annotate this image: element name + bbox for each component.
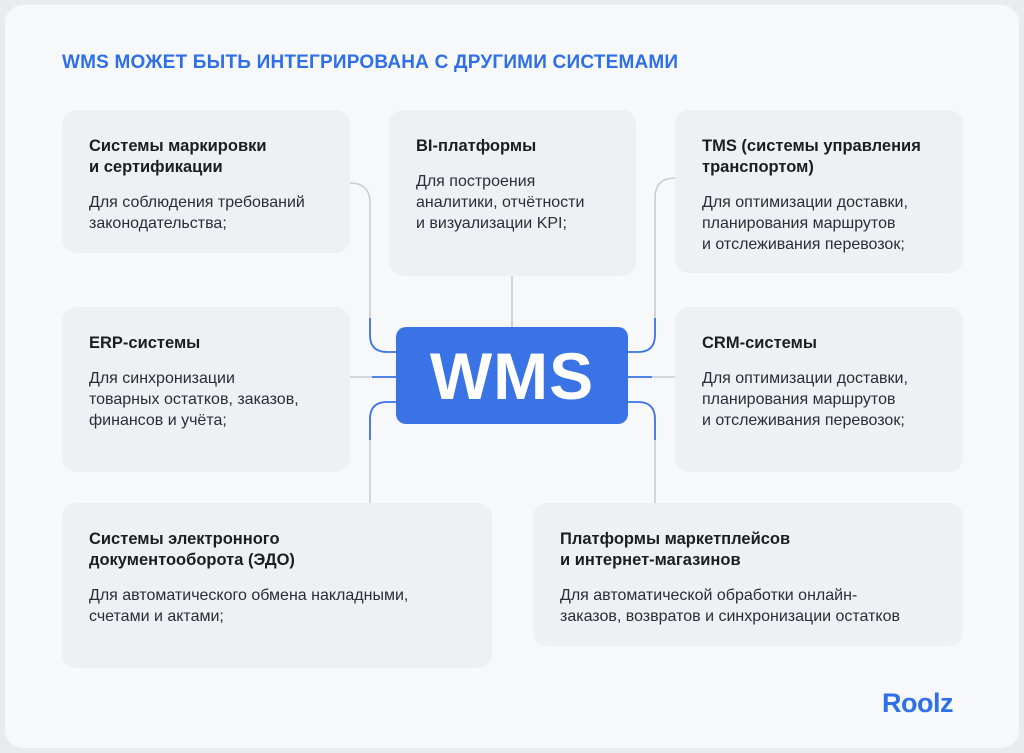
box-marking-heading: Системы маркировки и сертификации <box>89 137 267 176</box>
box-crm-text: Для оптимизации доставки, планирования м… <box>702 370 908 429</box>
box-marketplace-heading: Платформы маркетплейсов и интернет-магаз… <box>560 530 791 569</box>
box-crm: CRM-системы Для оптимизации доставки, пл… <box>675 307 963 472</box>
page-title: WMS МОЖЕТ БЫТЬ ИНТЕГРИРОВАНА С ДРУГИМИ С… <box>62 52 679 73</box>
box-tms-text: Для оптимизации доставки, планирования м… <box>702 194 908 253</box>
box-edo-text: Для автоматического обмена накладными, с… <box>89 587 409 625</box>
roolz-logo: Roolz <box>882 688 954 718</box>
wms-center-node: WMS <box>396 327 628 424</box>
box-bi-text: Для построения аналитики, отчётности и в… <box>416 173 585 232</box>
box-erp-heading: ERP-системы <box>89 334 201 352</box>
box-marking-text: Для соблюдения требований законодательст… <box>89 194 305 232</box>
box-tms-heading: TMS (системы управления транспортом) <box>702 137 921 176</box>
box-edo-heading: Системы электронного документооборота (Э… <box>89 530 295 569</box>
box-bi-platforms: BI-платформы Для построения аналитики, о… <box>389 110 636 276</box>
box-marketplaces: Платформы маркетплейсов и интернет-магаз… <box>533 503 963 646</box>
box-crm-heading: CRM-системы <box>702 334 817 352</box>
box-erp-text: Для синхронизации товарных остатков, зак… <box>89 370 299 429</box>
box-erp: ERP-системы Для синхронизации товарных о… <box>62 307 350 472</box>
connector-edo-blue <box>369 401 396 440</box>
box-bi-heading: BI-платформы <box>416 137 537 155</box>
connector-marketplace-blue <box>628 401 656 440</box>
box-tms: TMS (системы управления транспортом) Для… <box>675 110 963 273</box>
wms-center-label: WMS <box>429 338 595 413</box>
connector-marking-blue <box>369 318 396 353</box>
connector-tms-blue <box>628 318 656 353</box>
box-edo: Системы электронного документооборота (Э… <box>62 503 492 668</box>
connector-marking-grey <box>349 182 371 320</box>
box-marketplace-text: Для автоматической обработки онлайн- зак… <box>560 587 901 625</box>
box-marking-systems: Системы маркировки и сертификации Для со… <box>62 110 350 253</box>
connector-tms-grey <box>654 177 676 320</box>
